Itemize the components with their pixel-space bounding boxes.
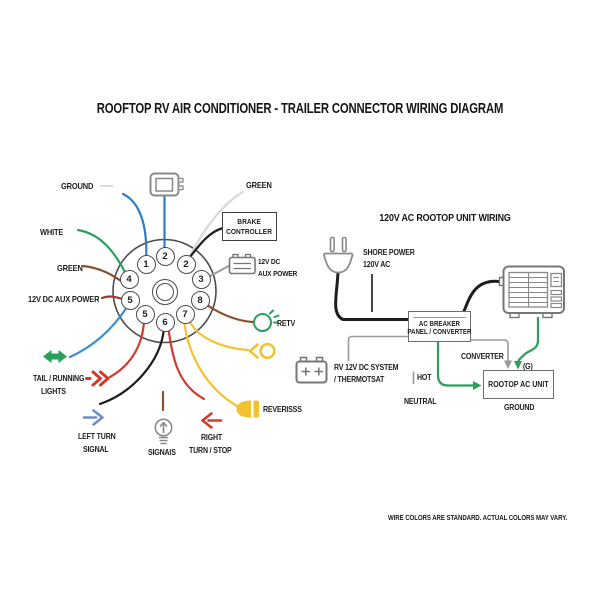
label-signals: SIGNAIS xyxy=(148,448,176,457)
wire-brown-retv xyxy=(205,303,255,324)
pin-8: 8 xyxy=(190,290,210,310)
retv-light-icon xyxy=(253,309,280,332)
rooftop-ac-unit-box: ROOTOP AC UNIT xyxy=(483,370,554,399)
wire-teal-marker-lights xyxy=(68,305,129,359)
tail-lights-chevrons-icon xyxy=(85,370,110,387)
pin-1: 1 xyxy=(136,254,156,274)
pin-5-bottom: 5 xyxy=(135,304,155,324)
label-shore-2: 120V AC xyxy=(363,260,391,269)
label-rv-system-2: / THERMOTSAT xyxy=(334,375,385,384)
wire-hot xyxy=(436,342,474,387)
wire-converter xyxy=(471,339,509,361)
brake-controller-line2: CONTROLLER xyxy=(226,226,273,236)
ground-arrowhead xyxy=(514,361,522,370)
page-title: ROOFTOP RV AIR CONDITIONER - TRAILER CON… xyxy=(96,101,504,117)
label-green-left: GREEN xyxy=(57,263,83,273)
label-left-turn-2: SIGNAL xyxy=(83,445,109,454)
label-neutral: NEUTRAL xyxy=(404,397,437,406)
converter-arrowhead xyxy=(504,360,512,369)
pin-2-top: 2 xyxy=(155,247,175,266)
label-ac-ground: GROUND xyxy=(504,403,535,412)
wire-breaker-to-rv-system xyxy=(347,335,408,361)
shore-power-plug-icon xyxy=(323,236,354,274)
left-turn-arrow-icon xyxy=(82,409,104,426)
rooftop-ac-unit-label: ROOTOP AC UNIT xyxy=(488,379,549,389)
pin-6: 6 xyxy=(155,312,175,332)
label-white: WHITE xyxy=(40,227,64,237)
label-aux-right-2: AUX POWER xyxy=(258,269,298,278)
label-converter: CONVERTER xyxy=(461,352,504,361)
clearance-light-icon xyxy=(248,342,276,360)
label-green-top: GREEN xyxy=(246,180,272,190)
ac-breaker-line2: PANEL / CONVERTER xyxy=(407,329,472,337)
label-left-turn-1: LEFT TURN xyxy=(78,432,116,441)
ac-breaker-divider xyxy=(413,317,466,318)
battery-icon-rv xyxy=(295,356,328,384)
wire-yellow-clearance xyxy=(186,316,250,352)
label-right-turn-1: RIGHT xyxy=(201,433,223,442)
wire-black-left-turn xyxy=(98,326,166,406)
wire-red-tail-lights xyxy=(108,318,146,379)
pin-4: 4 xyxy=(119,269,139,289)
reverse-light-icon xyxy=(236,400,259,418)
wire-red-right-turn xyxy=(166,323,206,401)
ac-unit-icon xyxy=(498,265,565,319)
ac-breaker-line1: AC BREAKER xyxy=(418,320,461,328)
label-rv-system-1: RV 12V DC SYSTEM xyxy=(334,363,399,372)
footnote: WIRE COLORS ARE STANDARD. ACTUAL COLORS … xyxy=(388,513,568,522)
label-tail-2: LIGHTS xyxy=(41,387,66,396)
wire-blue-ground xyxy=(121,192,148,264)
wire-yellow-reverse xyxy=(182,318,239,408)
label-ground-tag: (G) xyxy=(523,362,533,371)
wire-lightgray-green-top xyxy=(185,190,245,264)
label-tail-1: TAIL / RUNNING xyxy=(33,374,85,383)
hot-arrowhead xyxy=(473,381,482,390)
connector-hub-inner xyxy=(155,282,174,301)
pin-3: 3 xyxy=(191,269,211,289)
brake-controller-line1: BRAKE xyxy=(237,217,262,227)
pin-7: 7 xyxy=(175,304,195,324)
trailer-plug-icon xyxy=(149,172,184,197)
label-aux-right-1: 12V DC xyxy=(258,257,281,266)
label-right-turn-2: TURN / STOP xyxy=(189,446,232,455)
label-reverse: REVERISSS xyxy=(263,405,302,414)
ac-section-title: 120V AC ROOTOP UNIT WIRING xyxy=(379,212,511,224)
label-hot: HOT xyxy=(417,373,432,382)
label-shore-1: SHORE POWER xyxy=(363,248,415,257)
bulb-icon xyxy=(154,418,173,445)
marker-lights-arrows-icon xyxy=(43,350,67,363)
right-turn-arrow-icon xyxy=(201,412,223,429)
label-aux-power-left: 12V DC AUX POWER xyxy=(28,294,100,304)
wire-green-white-label xyxy=(76,228,129,278)
battery-icon-aux xyxy=(228,253,256,275)
pin-2-right: 2 xyxy=(176,254,196,274)
ac-breaker-box: AC BREAKER PANEL / CONVERTER xyxy=(407,311,472,342)
wire-ground-g xyxy=(516,317,540,363)
label-ground: GROUND xyxy=(61,181,94,191)
brake-controller-box: BRAKE CONTROLLER xyxy=(222,212,277,241)
pin-5-left: 5 xyxy=(120,290,140,310)
label-retv: RETV xyxy=(277,319,296,328)
